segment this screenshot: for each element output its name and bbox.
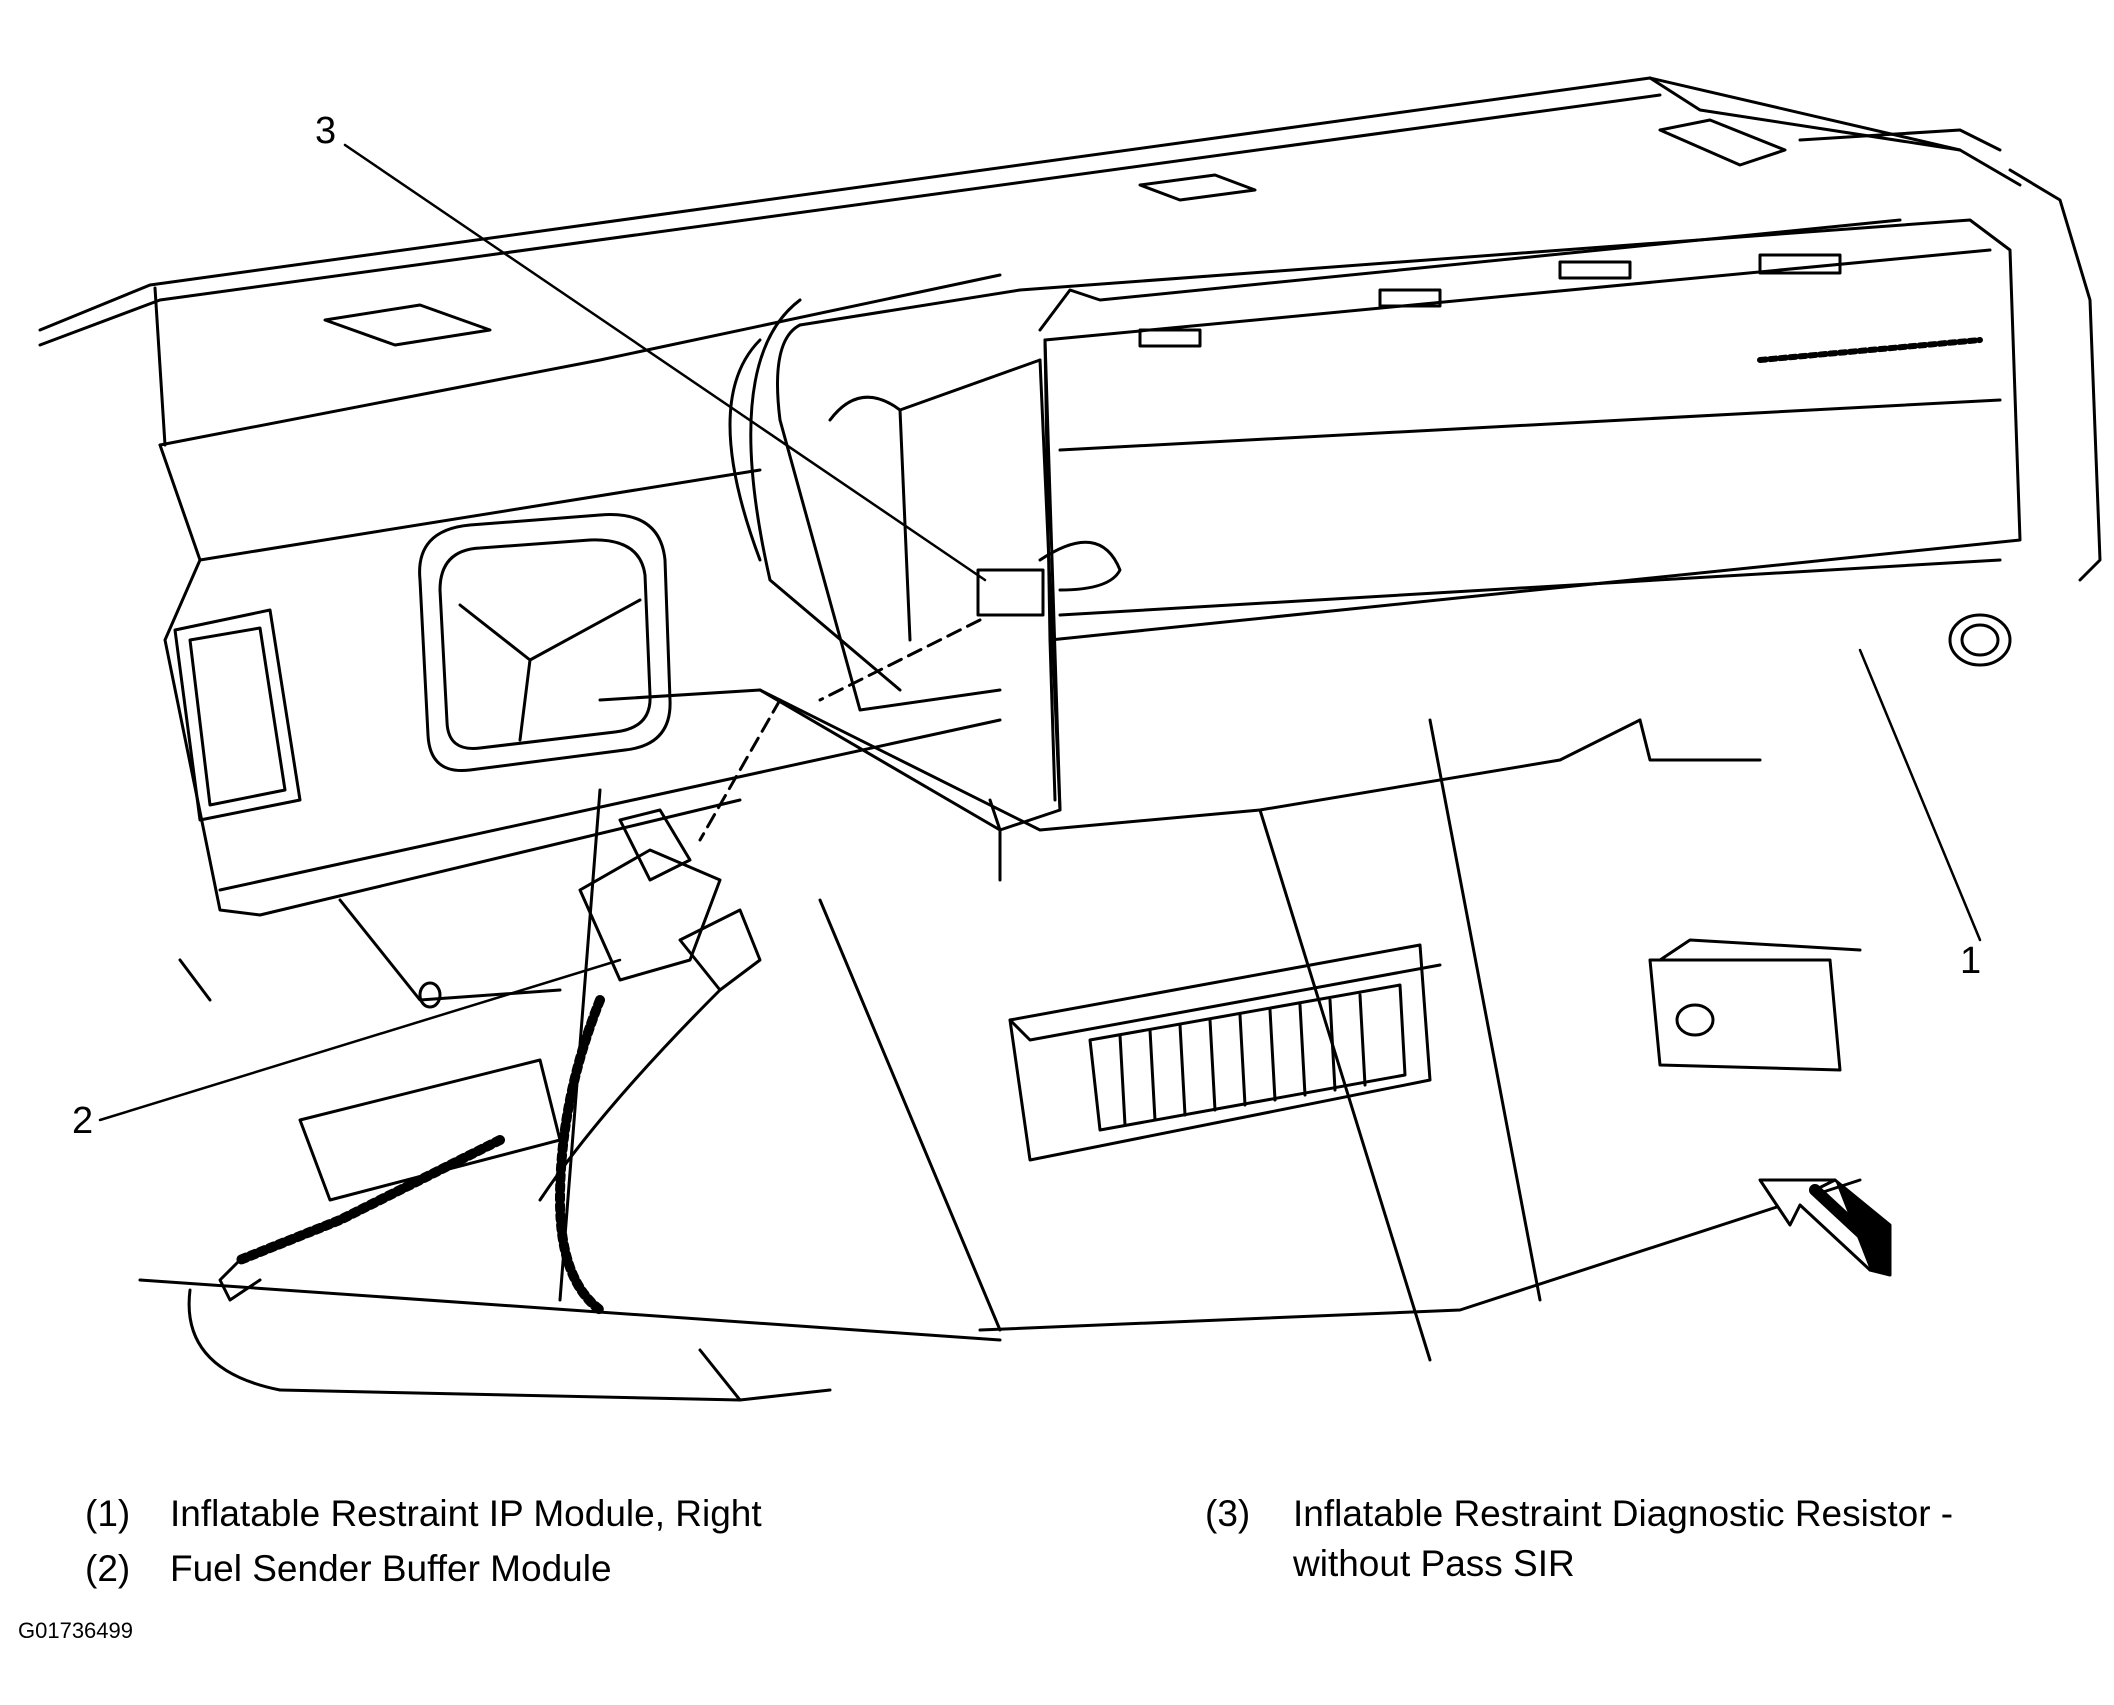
side-air-vent — [418, 513, 672, 773]
instrument-panel-diagram — [38, 76, 2102, 1402]
legend-number-1: (1) — [85, 1493, 131, 1534]
floor-air-vent — [1008, 943, 1432, 1162]
dash-top — [38, 76, 2022, 447]
wiring-harness-icon — [218, 618, 982, 1315]
legend-label-2: Fuel Sender Buffer Module — [170, 1548, 612, 1589]
callout-3: 3 — [315, 110, 337, 152]
dash-face — [158, 443, 1002, 917]
callout-1: 1 — [1960, 940, 1982, 982]
legend-number-2: (2) — [85, 1548, 131, 1589]
speaker-bracket — [728, 298, 1122, 692]
leader-line-3 — [343, 143, 987, 582]
defroster-vent-left — [323, 303, 492, 347]
callout-2: 2 — [72, 1100, 94, 1142]
airbag-module-icon — [776, 128, 2102, 832]
leader-lines — [98, 143, 1982, 1122]
leader-line-1 — [1858, 648, 1982, 942]
legend-number-3: (3) — [1205, 1493, 1251, 1534]
lower-dash — [138, 688, 1862, 1402]
view-direction-arrow-icon — [1758, 1178, 1892, 1277]
legend-label-3: Inflatable Restraint Diagnostic Resistor… — [1293, 1493, 1954, 1534]
figure-id: G01736499 — [18, 1618, 133, 1643]
leader-line-2 — [98, 958, 622, 1122]
legend-label-1: Inflatable Restraint IP Module, Right — [170, 1493, 762, 1534]
defroster-vent-right — [1138, 173, 1257, 202]
legend-label-3-continued: without Pass SIR — [1293, 1543, 1575, 1584]
diagnostic-resistor — [976, 568, 1045, 617]
